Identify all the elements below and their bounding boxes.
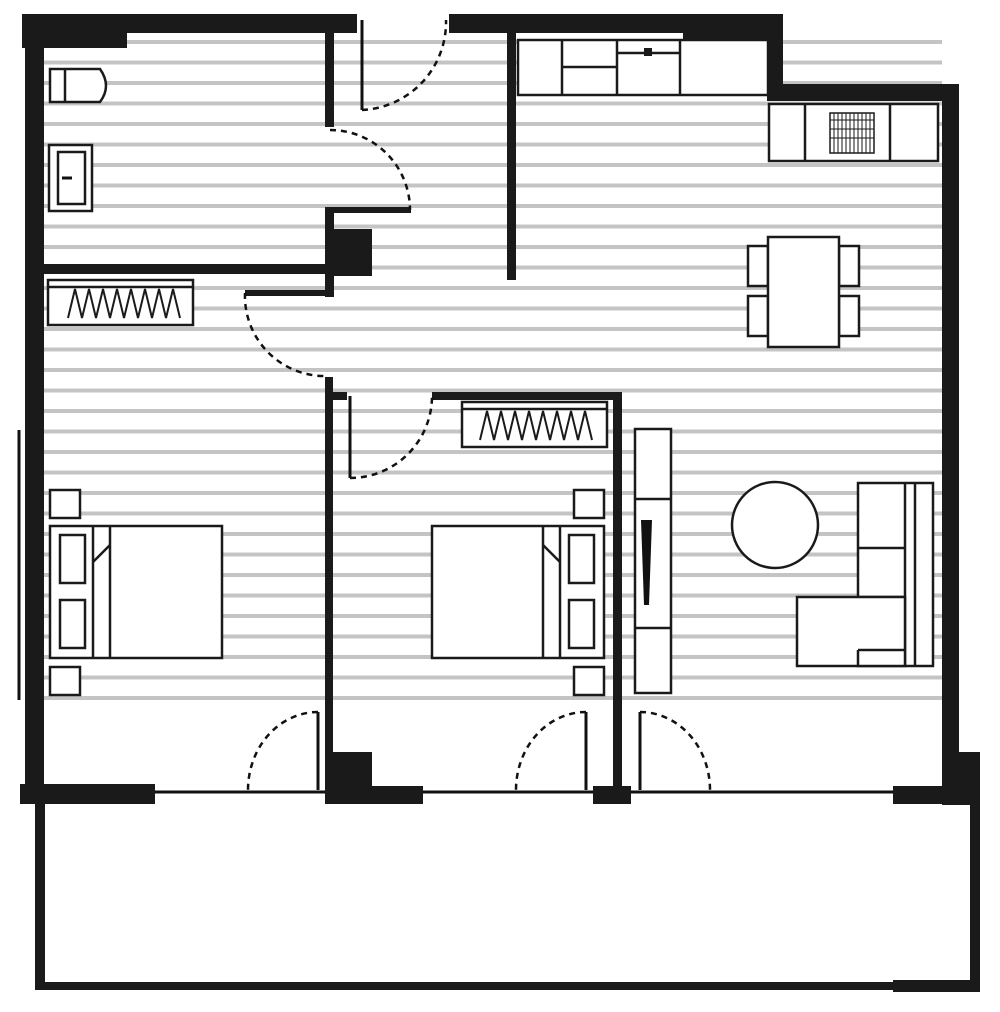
wall-right	[942, 84, 959, 774]
wall-bottom-pier	[593, 786, 631, 804]
exterior-walls	[17, 14, 980, 805]
interior-walls	[44, 30, 622, 787]
nightstand	[572, 488, 606, 520]
wall-bathroom-lower	[325, 209, 334, 297]
wall-bedroom1-door-stop	[245, 290, 333, 296]
chair	[746, 244, 770, 288]
double-bed	[430, 524, 606, 660]
bathroom	[47, 67, 108, 213]
wall-top-right	[449, 14, 783, 33]
tv-icon	[641, 520, 652, 605]
dining-set	[746, 235, 861, 349]
round-coffee-table	[730, 480, 820, 570]
nightstand	[48, 488, 82, 520]
wall-bottom-left	[20, 784, 155, 804]
double-bed	[48, 524, 224, 660]
wall-kitchen-hall	[507, 30, 516, 280]
wall-top-step	[767, 84, 959, 101]
corner-sofa	[795, 481, 935, 668]
wall-bottom-right	[893, 786, 980, 804]
wall-bedroom2-living	[613, 392, 622, 787]
dining-table	[766, 235, 841, 349]
wall-top-left-jog	[22, 33, 127, 48]
wall-top-left	[22, 14, 357, 33]
kitchen-counter	[516, 38, 770, 97]
wall-bathroom-door-stop	[325, 207, 411, 213]
nightstand	[48, 665, 82, 697]
bedroom1-door-swing	[243, 292, 329, 378]
bathroom-door-swing	[329, 128, 412, 211]
wall-bottom-center	[325, 786, 423, 804]
sink	[47, 143, 94, 213]
hob-icon	[829, 112, 875, 154]
wall-bedroom2-top	[432, 392, 622, 400]
chair	[746, 294, 770, 338]
bedroom2-door-swing	[349, 395, 434, 480]
wardrobe	[46, 278, 195, 327]
tv-unit	[633, 427, 673, 695]
wall-bedrooms	[325, 377, 333, 787]
balcony-door-3-swing	[639, 710, 712, 791]
wall-left	[25, 14, 44, 804]
bedroom-1	[46, 278, 224, 697]
toilet	[48, 67, 108, 104]
wall-bedroom2-jamb	[325, 392, 347, 400]
wardrobe	[460, 400, 609, 449]
balcony	[35, 804, 980, 992]
balcony-rail-bottom	[35, 982, 980, 990]
kitchen-counter-with-hob	[767, 102, 940, 163]
bedroom-2	[430, 400, 609, 697]
wall-bathroom-upper	[325, 33, 334, 127]
balcony-corner	[893, 980, 980, 992]
balcony-rail-left	[35, 804, 45, 990]
doors	[243, 19, 712, 791]
chair	[837, 294, 861, 338]
living-room	[633, 427, 935, 695]
balcony-door-2-swing	[514, 710, 587, 791]
balcony-rail-right	[970, 804, 980, 990]
entrance-door-swing	[361, 19, 448, 112]
shaft	[330, 229, 372, 276]
wall-bathroom-bedroom	[44, 264, 332, 274]
chair	[837, 244, 861, 288]
kitchen	[516, 38, 940, 349]
nightstand	[572, 665, 606, 697]
balcony-door-1-swing	[246, 710, 319, 791]
